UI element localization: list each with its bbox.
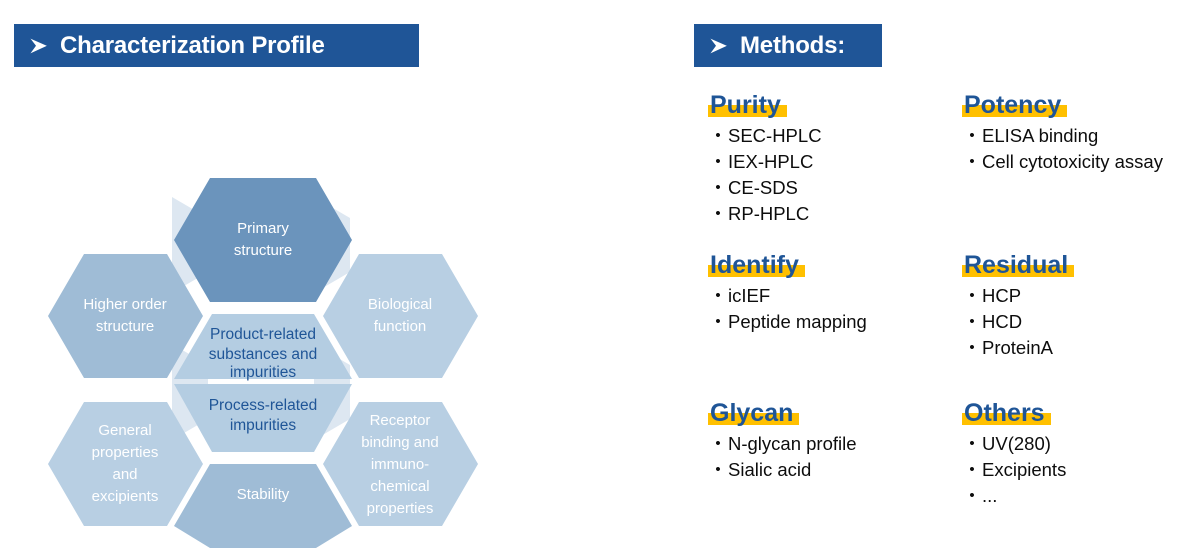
highlight-bar — [962, 105, 1068, 118]
hex-general-properties: General properties and excipients — [48, 402, 203, 526]
method-group-purity: Purity • SEC-HPLC • IEX-HPLC • CE-SDS • … — [694, 92, 937, 252]
highlight-bar — [708, 413, 800, 426]
method-group-glycan: Glycan • N-glycan profile • Sialic acid — [694, 400, 937, 550]
list-item: • IEX-HPLC — [694, 150, 937, 175]
svg-text:impurities: impurities — [230, 364, 297, 381]
list-item: • RP-HPLC — [694, 202, 937, 227]
list-item: • ... — [948, 484, 1180, 509]
method-group-title: Potency — [962, 92, 1068, 118]
hex-stability: Stability — [174, 464, 352, 548]
svg-text:General: General — [98, 422, 151, 439]
list-item: • N-glycan profile — [694, 432, 937, 457]
bullet-icon: • — [715, 204, 721, 222]
method-item-list: • N-glycan profile • Sialic acid — [694, 432, 937, 483]
list-item: • ELISA binding — [948, 124, 1180, 149]
bullet-icon: • — [969, 486, 975, 504]
highlight-bar — [962, 265, 1075, 278]
svg-text:Biological: Biological — [368, 296, 432, 313]
method-group-title: Others — [962, 400, 1051, 426]
highlight-bar — [708, 265, 805, 278]
hex-center-product-related: Product-related substances and impuritie… — [174, 314, 352, 381]
bullet-icon: • — [715, 287, 721, 305]
bullet-icon: • — [715, 313, 721, 331]
methods-title: Methods: — [740, 31, 846, 59]
hex-receptor-binding: Receptor binding and immuno- chemical pr… — [323, 402, 478, 526]
methods-grid: Purity • SEC-HPLC • IEX-HPLC • CE-SDS • … — [694, 92, 1181, 552]
hex-higher-order-structure: Higher order structure — [48, 254, 203, 378]
svg-text:Receptor: Receptor — [370, 412, 431, 429]
svg-text:binding and: binding and — [361, 434, 439, 451]
svg-text:properties: properties — [367, 500, 434, 517]
chevron-right-arrow-icon — [709, 37, 730, 54]
svg-text:and: and — [112, 466, 137, 483]
method-group-title: Residual — [962, 252, 1075, 278]
method-group-title: Glycan — [708, 400, 800, 426]
method-group-others: Others • UV(280) • Excipients • ... — [937, 400, 1180, 550]
hex-biological-function: Biological function — [323, 254, 478, 378]
svg-text:Higher order: Higher order — [83, 296, 166, 313]
method-item-list: • SEC-HPLC • IEX-HPLC • CE-SDS • RP-HPLC — [694, 124, 937, 226]
svg-text:excipients: excipients — [92, 488, 159, 505]
bullet-icon: • — [715, 153, 721, 171]
highlight-bar — [962, 413, 1051, 426]
list-item: • Sialic acid — [694, 458, 937, 483]
svg-text:Product-related: Product-related — [210, 326, 316, 343]
bullet-icon: • — [715, 435, 721, 453]
method-group-residual: Residual • HCP • HCD • ProteinA — [937, 252, 1180, 400]
method-item-list: • icIEF • Peptide mapping — [694, 284, 937, 335]
list-item: • SEC-HPLC — [694, 124, 937, 149]
page-title: Characterization Profile — [60, 31, 325, 59]
svg-text:function: function — [374, 318, 427, 335]
svg-text:Stability: Stability — [237, 486, 290, 503]
method-group-title: Identify — [708, 252, 805, 278]
bullet-icon: • — [715, 461, 721, 479]
svg-text:substances and: substances and — [209, 346, 318, 363]
characterization-hexagon-diagram: Primary structure Biological function Re… — [18, 82, 488, 556]
highlight-bar — [708, 105, 787, 118]
method-group-identify: Identify • icIEF • Peptide mapping — [694, 252, 937, 400]
bullet-icon: • — [969, 127, 975, 145]
methods-title-bar: Methods: — [694, 24, 882, 67]
hex-center-process-related: Process-related impurities — [174, 384, 352, 452]
list-item: • CE-SDS — [694, 176, 937, 201]
bullet-icon: • — [969, 461, 975, 479]
svg-text:structure: structure — [96, 318, 154, 335]
bullet-icon: • — [969, 435, 975, 453]
list-item: • Excipients — [948, 458, 1180, 483]
list-item: • ProteinA — [948, 336, 1180, 361]
bullet-icon: • — [969, 153, 975, 171]
list-item: • HCP — [948, 284, 1180, 309]
bullet-icon: • — [969, 338, 975, 356]
list-item: • HCD — [948, 310, 1180, 335]
list-item: • Peptide mapping — [694, 310, 937, 335]
method-item-list: • ELISA binding • Cell cytotoxicity assa… — [948, 124, 1180, 175]
list-item: • UV(280) — [948, 432, 1180, 457]
hex-primary-structure: Primary structure — [174, 178, 352, 302]
svg-text:properties: properties — [92, 444, 159, 461]
svg-text:impurities: impurities — [230, 417, 297, 434]
bullet-icon: • — [969, 313, 975, 331]
svg-text:Primary: Primary — [237, 220, 289, 237]
method-item-list: • HCP • HCD • ProteinA — [948, 284, 1180, 360]
bullet-icon: • — [715, 178, 721, 196]
list-item: • icIEF — [694, 284, 937, 309]
method-group-title: Purity — [708, 92, 787, 118]
list-item: • Cell cytotoxicity assay — [948, 150, 1180, 175]
characterization-profile-title-bar: Characterization Profile — [14, 24, 419, 67]
chevron-right-arrow-icon — [29, 37, 50, 54]
method-item-list: • UV(280) • Excipients • ... — [948, 432, 1180, 508]
bullet-icon: • — [715, 127, 721, 145]
method-group-potency: Potency • ELISA binding • Cell cytotoxic… — [937, 92, 1180, 252]
svg-text:chemical: chemical — [370, 478, 429, 495]
svg-text:structure: structure — [234, 242, 292, 259]
methods-row-3: Glycan • N-glycan profile • Sialic acid … — [694, 400, 1181, 550]
methods-row-1: Purity • SEC-HPLC • IEX-HPLC • CE-SDS • … — [694, 92, 1181, 252]
svg-text:immuno-: immuno- — [371, 456, 429, 473]
svg-text:Process-related: Process-related — [209, 397, 318, 414]
methods-row-2: Identify • icIEF • Peptide mapping Resid… — [694, 252, 1181, 400]
bullet-icon: • — [969, 287, 975, 305]
